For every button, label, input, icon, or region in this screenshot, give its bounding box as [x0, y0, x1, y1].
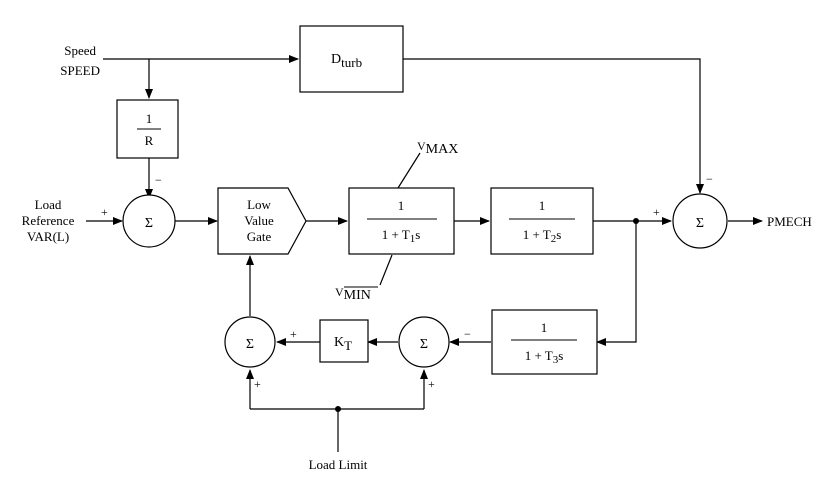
t1-numerator: 1 [398, 198, 405, 213]
wire-dturb-to-sum4 [403, 58, 704, 194]
summer-1 [122, 194, 176, 248]
t3-numerator: 1 [541, 320, 548, 335]
low-value-gate-block [217, 187, 307, 255]
lvg-label-line3: Gate [247, 229, 272, 244]
t3-lag-block [491, 309, 598, 375]
load-ref-label-line3: VAR(L) [27, 229, 69, 244]
droop-numerator: 1 [146, 111, 153, 126]
wire-feedback-to-t3 [596, 221, 637, 346]
load-ref-label-line2: Reference [22, 213, 75, 228]
summer-4-symbol: Σ [696, 216, 704, 231]
sign-sum4-minus: − [706, 172, 713, 186]
vmin-label: VMIN [335, 285, 371, 303]
speed-label-line1: Speed [64, 43, 96, 58]
t2-denominator: 1 + T2s [523, 227, 562, 245]
dturb-label: Dturb [331, 52, 362, 70]
kt-gain-block [319, 319, 369, 363]
kt-label: KT [334, 335, 352, 353]
load-ref-label-line1: Load [35, 197, 62, 212]
summer-2 [224, 316, 276, 368]
sign-sum4-plus: + [653, 205, 660, 219]
t2-lag-block [490, 187, 594, 255]
lvg-label-line2: Value [244, 213, 274, 228]
junction-dot-load-limit [335, 406, 341, 412]
lvg-label-line1: Low [247, 197, 271, 212]
t3-denominator: 1 + T3s [525, 348, 564, 366]
droop-denominator: R [145, 133, 154, 148]
sign-sum2-plus-right: + [290, 327, 297, 341]
summer-2-symbol: Σ [246, 337, 254, 352]
sign-sum2-plus-bottom: + [254, 377, 261, 391]
summer-3-symbol: Σ [420, 337, 428, 352]
sign-sum1-minus: − [155, 173, 162, 187]
summer-3 [398, 316, 450, 368]
t1-lag-block [348, 187, 455, 255]
vmin-limit-line [379, 254, 393, 286]
pmech-output-label: PMECH [767, 214, 812, 229]
junction-dot-output [633, 218, 639, 224]
sign-sum3-plus-bottom: + [428, 377, 435, 391]
sign-sum1-plus: + [101, 205, 108, 219]
summer-4 [672, 193, 728, 249]
dturb-block [299, 25, 404, 93]
speed-label-line2: SPEED [60, 63, 100, 78]
load-limit-label: Load Limit [309, 457, 368, 472]
t2-numerator: 1 [539, 198, 546, 213]
t1-denominator: 1 + T1s [382, 227, 421, 245]
sign-sum3-minus: − [464, 327, 471, 341]
vmax-limit-line [397, 152, 421, 189]
vmax-label: VMAX [417, 139, 458, 157]
signal-wires [86, 55, 763, 452]
summer-1-symbol: Σ [145, 216, 153, 231]
